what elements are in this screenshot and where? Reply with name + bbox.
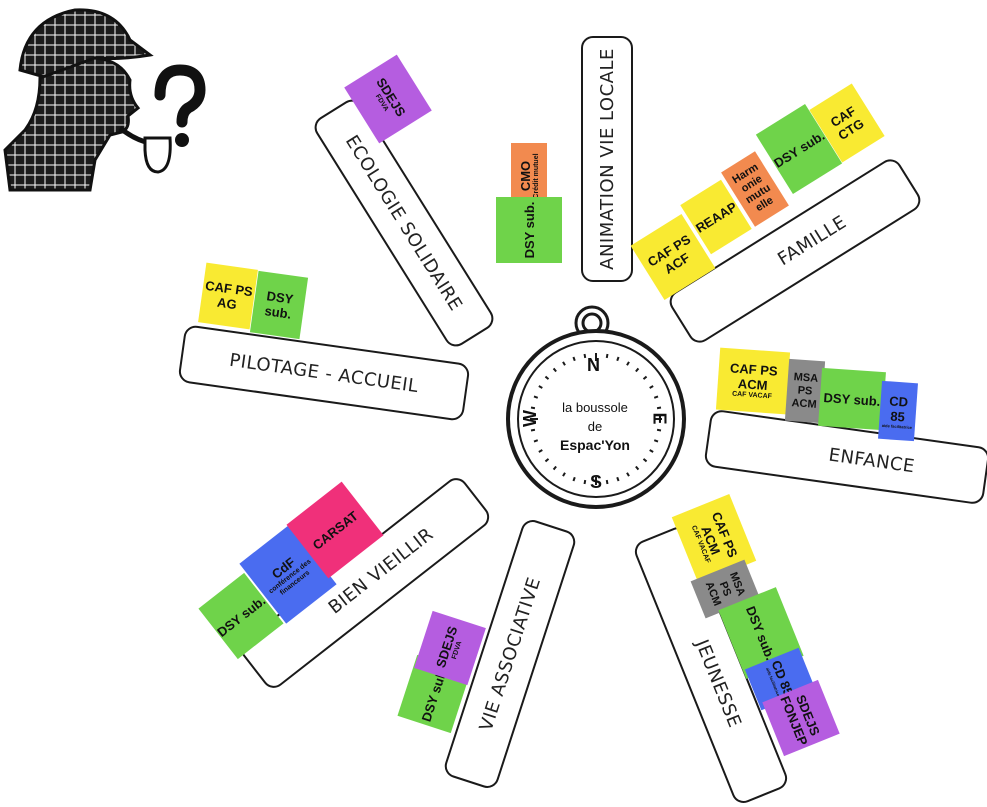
compass-tick [607,480,608,484]
compass-tick [654,440,658,441]
label-vie-associative-text: VIE ASSOCIATIVE [475,575,545,734]
compass-tick [573,477,574,481]
compass-letter-w: W [520,410,541,427]
tag-cmo-title: CMO [518,161,533,191]
tag-sdejs-jeunesse-title: SDEJS FONJEP [776,685,826,750]
compass-tick [650,386,653,388]
compass-center-text: la boussole de Espac'Yon [540,398,650,455]
compass-tick [650,450,653,452]
tag-dsy-enfance-title: DSY sub. [823,390,881,409]
tag-reaap-title: REAAP [693,199,740,236]
compass-tick [643,377,646,380]
compass-tick [657,430,661,431]
compass-tick [539,386,542,388]
compass-tick [545,377,548,380]
detective-icon [0,0,210,200]
compass-tick [627,473,629,476]
tag-caf-ps-ag: CAF PS AG [198,263,258,330]
tag-cd85-enfance: CD 85 aide facilitatrice [878,381,918,441]
compass-tick [654,396,658,397]
compass-tick [643,459,646,462]
compass-tick [627,362,629,365]
tag-dsy-pilotage: DSY sub. [250,271,308,339]
compass-tick [534,396,538,397]
compass-line-1: la boussole [540,398,650,417]
tag-cd85-enfance-title: CD 85 [879,392,917,424]
compass-line-2: de [540,417,650,436]
compass-tick [545,459,548,462]
label-pilotage: PILOTAGE - ACCUEIL [177,324,470,422]
label-enfance-text: ENFANCE [778,437,916,477]
label-pilotage-text: PILOTAGE - ACCUEIL [228,349,420,396]
compass-tick [531,430,535,431]
tag-dsy-animation-title: DSY sub. [522,202,537,259]
tag-carsat-title: CARSAT [309,508,360,553]
compass-letter-e: E [649,412,670,424]
compass-tick [534,440,538,441]
tag-caf-ps-acm-enfance: CAF PS ACM CAF VACAF [716,348,790,415]
compass-tick [563,362,565,365]
tag-caf-ps-ag-title: CAF PS AG [200,278,256,315]
compass-tick [573,357,574,361]
compass-tick [554,368,557,371]
compass-tick [585,480,586,484]
tag-dsy-pilotage-title: DSY sub. [252,287,306,324]
compass-letter-n: N [587,355,600,376]
tag-dsy-animation: DSY sub. [496,197,562,263]
tag-dsy-bien-vieillir-title: DSY sub. [214,593,268,640]
compass-letter-s: S [590,472,602,493]
tag-dsy-enfance: DSY sub. [818,368,886,430]
tag-caf-ps-acm-enfance-sub: CAF VACAF [732,391,772,402]
compass-tick [585,354,586,358]
compass-tick [607,354,608,358]
compass-tick [657,408,661,409]
label-ecologie-text: ECOLOGIE SOLIDAIRE [341,131,466,314]
tag-cd85-enfance-sub: aide facilitatrice [882,422,913,429]
compass-tick [617,357,618,361]
label-animation: ANIMATION VIE LOCALE [581,36,633,282]
tag-cmo-sub: Crédit mutuel [533,153,541,198]
label-ecologie: ECOLOGIE SOLIDAIRE [310,95,498,351]
tag-dsy-jeunesse-title: DSY sub. [743,604,778,662]
compass-tick [554,466,557,469]
compass-brand: Espac'Yon [540,436,650,455]
tag-caf-ps-acf-title: CAF PS ACF [640,228,707,285]
compass-tick [617,477,618,481]
compass-tick [636,368,639,371]
compass-tick [531,408,535,409]
compass-tick [563,473,565,476]
tag-caf-ps-acm-enfance-title: CAF PS ACM [717,360,789,395]
compass-tick [636,466,639,469]
label-animation-text: ANIMATION VIE LOCALE [597,48,618,270]
tag-dsy-famille-title: DSY sub. [771,128,827,171]
